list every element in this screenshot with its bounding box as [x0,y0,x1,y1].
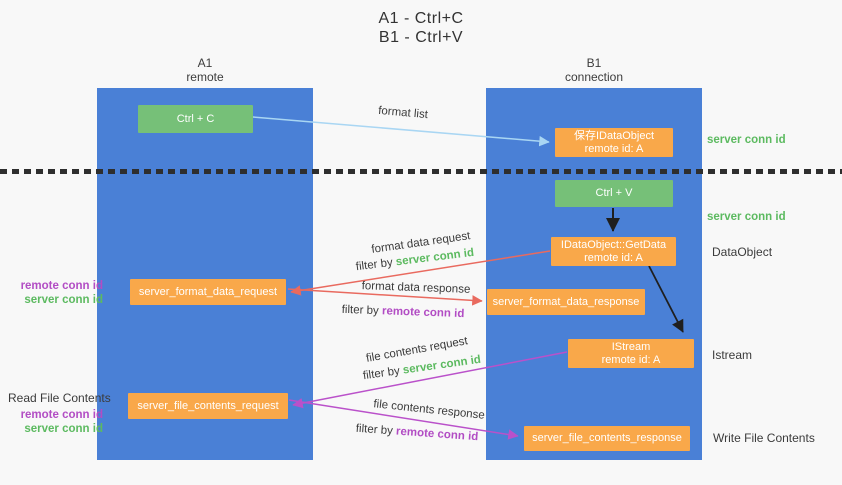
node-ctrl-v: Ctrl + V [555,180,673,207]
node-server-format-data-response: server_format_data_response [487,289,645,315]
node-save-idataobject-line2: remote id: A [584,142,644,155]
label-read-file-contents: Read File Contents [8,391,111,405]
lifeline-b1-name: B1 [586,56,602,70]
label-filter-by-remote-conn-id-1: filter by remote conn id [338,304,468,322]
label-server-conn-id-top: server conn id [707,134,786,146]
label-remote-conn-id-2: remote conn id [20,409,103,421]
label-format-list: format list [377,104,429,122]
filter-prefix-1: filter by [355,256,394,274]
node-save-idataobject-line1: 保存IDataObject [573,129,655,142]
diagram-title-line1: A1 - Ctrl+C [378,10,464,27]
node-ctrl-c: Ctrl + C [138,105,253,133]
label-server-conn-id-mid: server conn id [707,211,786,223]
filter-prefix-2: filter by [341,303,379,318]
label-istream: Istream [712,348,753,362]
node-idataobject-getdata-line2: remote id: A [584,251,643,264]
label-format-data-response: format data response [361,280,471,296]
dotted-separator [0,169,842,174]
node-server-file-contents-request: server_file_contents_request [128,393,288,419]
node-server-file-contents-request-label: server_file_contents_request [137,399,279,412]
node-save-idataobject: 保存IDataObject remote id: A [555,128,673,157]
label-file-contents-response: file contents response [372,398,486,422]
label-remote-conn-id-1: remote conn id [20,280,103,292]
node-server-file-contents-response-label: server_file_contents_response [532,432,682,444]
label-filter-by-remote-conn-id-2: filter by remote conn id [352,422,483,444]
label-write-file-contents: Write File Contents [713,431,815,445]
lifeline-a1-name: A1 [197,56,213,70]
lifeline-header-b1: B1 connection [486,56,702,84]
label-server-conn-id-2: server conn id [24,423,103,435]
conn-id-stack-1: remote conn id server conn id [0,279,103,307]
node-server-format-data-response-label: server_format_data_response [492,295,640,308]
node-istream: IStream remote id: A [568,339,694,368]
label-dataobject: DataObject [712,245,773,259]
diagram-title-line2: B1 - Ctrl+V [378,29,464,46]
diagram-title: A1 - Ctrl+C B1 - Ctrl+V [0,9,842,47]
node-istream-line1: IStream [611,340,651,353]
label-server-conn-id-1: server conn id [24,294,103,306]
node-server-file-contents-response: server_file_contents_response [524,426,690,451]
lifeline-header-a1: A1 remote [97,56,313,84]
node-ctrl-c-label: Ctrl + C [176,112,215,125]
node-server-format-data-request: server_format_data_request [130,279,286,305]
node-ctrl-v-label: Ctrl + V [595,187,633,199]
node-server-format-data-request-label: server_format_data_request [138,285,278,298]
node-idataobject-getdata-line1: IDataObject::GetData [560,238,667,251]
node-istream-line2: remote id: A [601,353,661,366]
node-idataobject-getdata: IDataObject::GetData remote id: A [551,237,676,266]
filter-prefix-3: filter by [362,365,401,383]
filter-key-2: remote conn id [381,305,465,321]
conn-id-stack-2: remote conn id server conn id [0,408,103,436]
filter-key-4: remote conn id [395,425,479,444]
lifeline-b1-subtitle: connection [564,70,624,84]
filter-prefix-4: filter by [355,422,394,438]
lifeline-a1-subtitle: remote [186,70,224,84]
